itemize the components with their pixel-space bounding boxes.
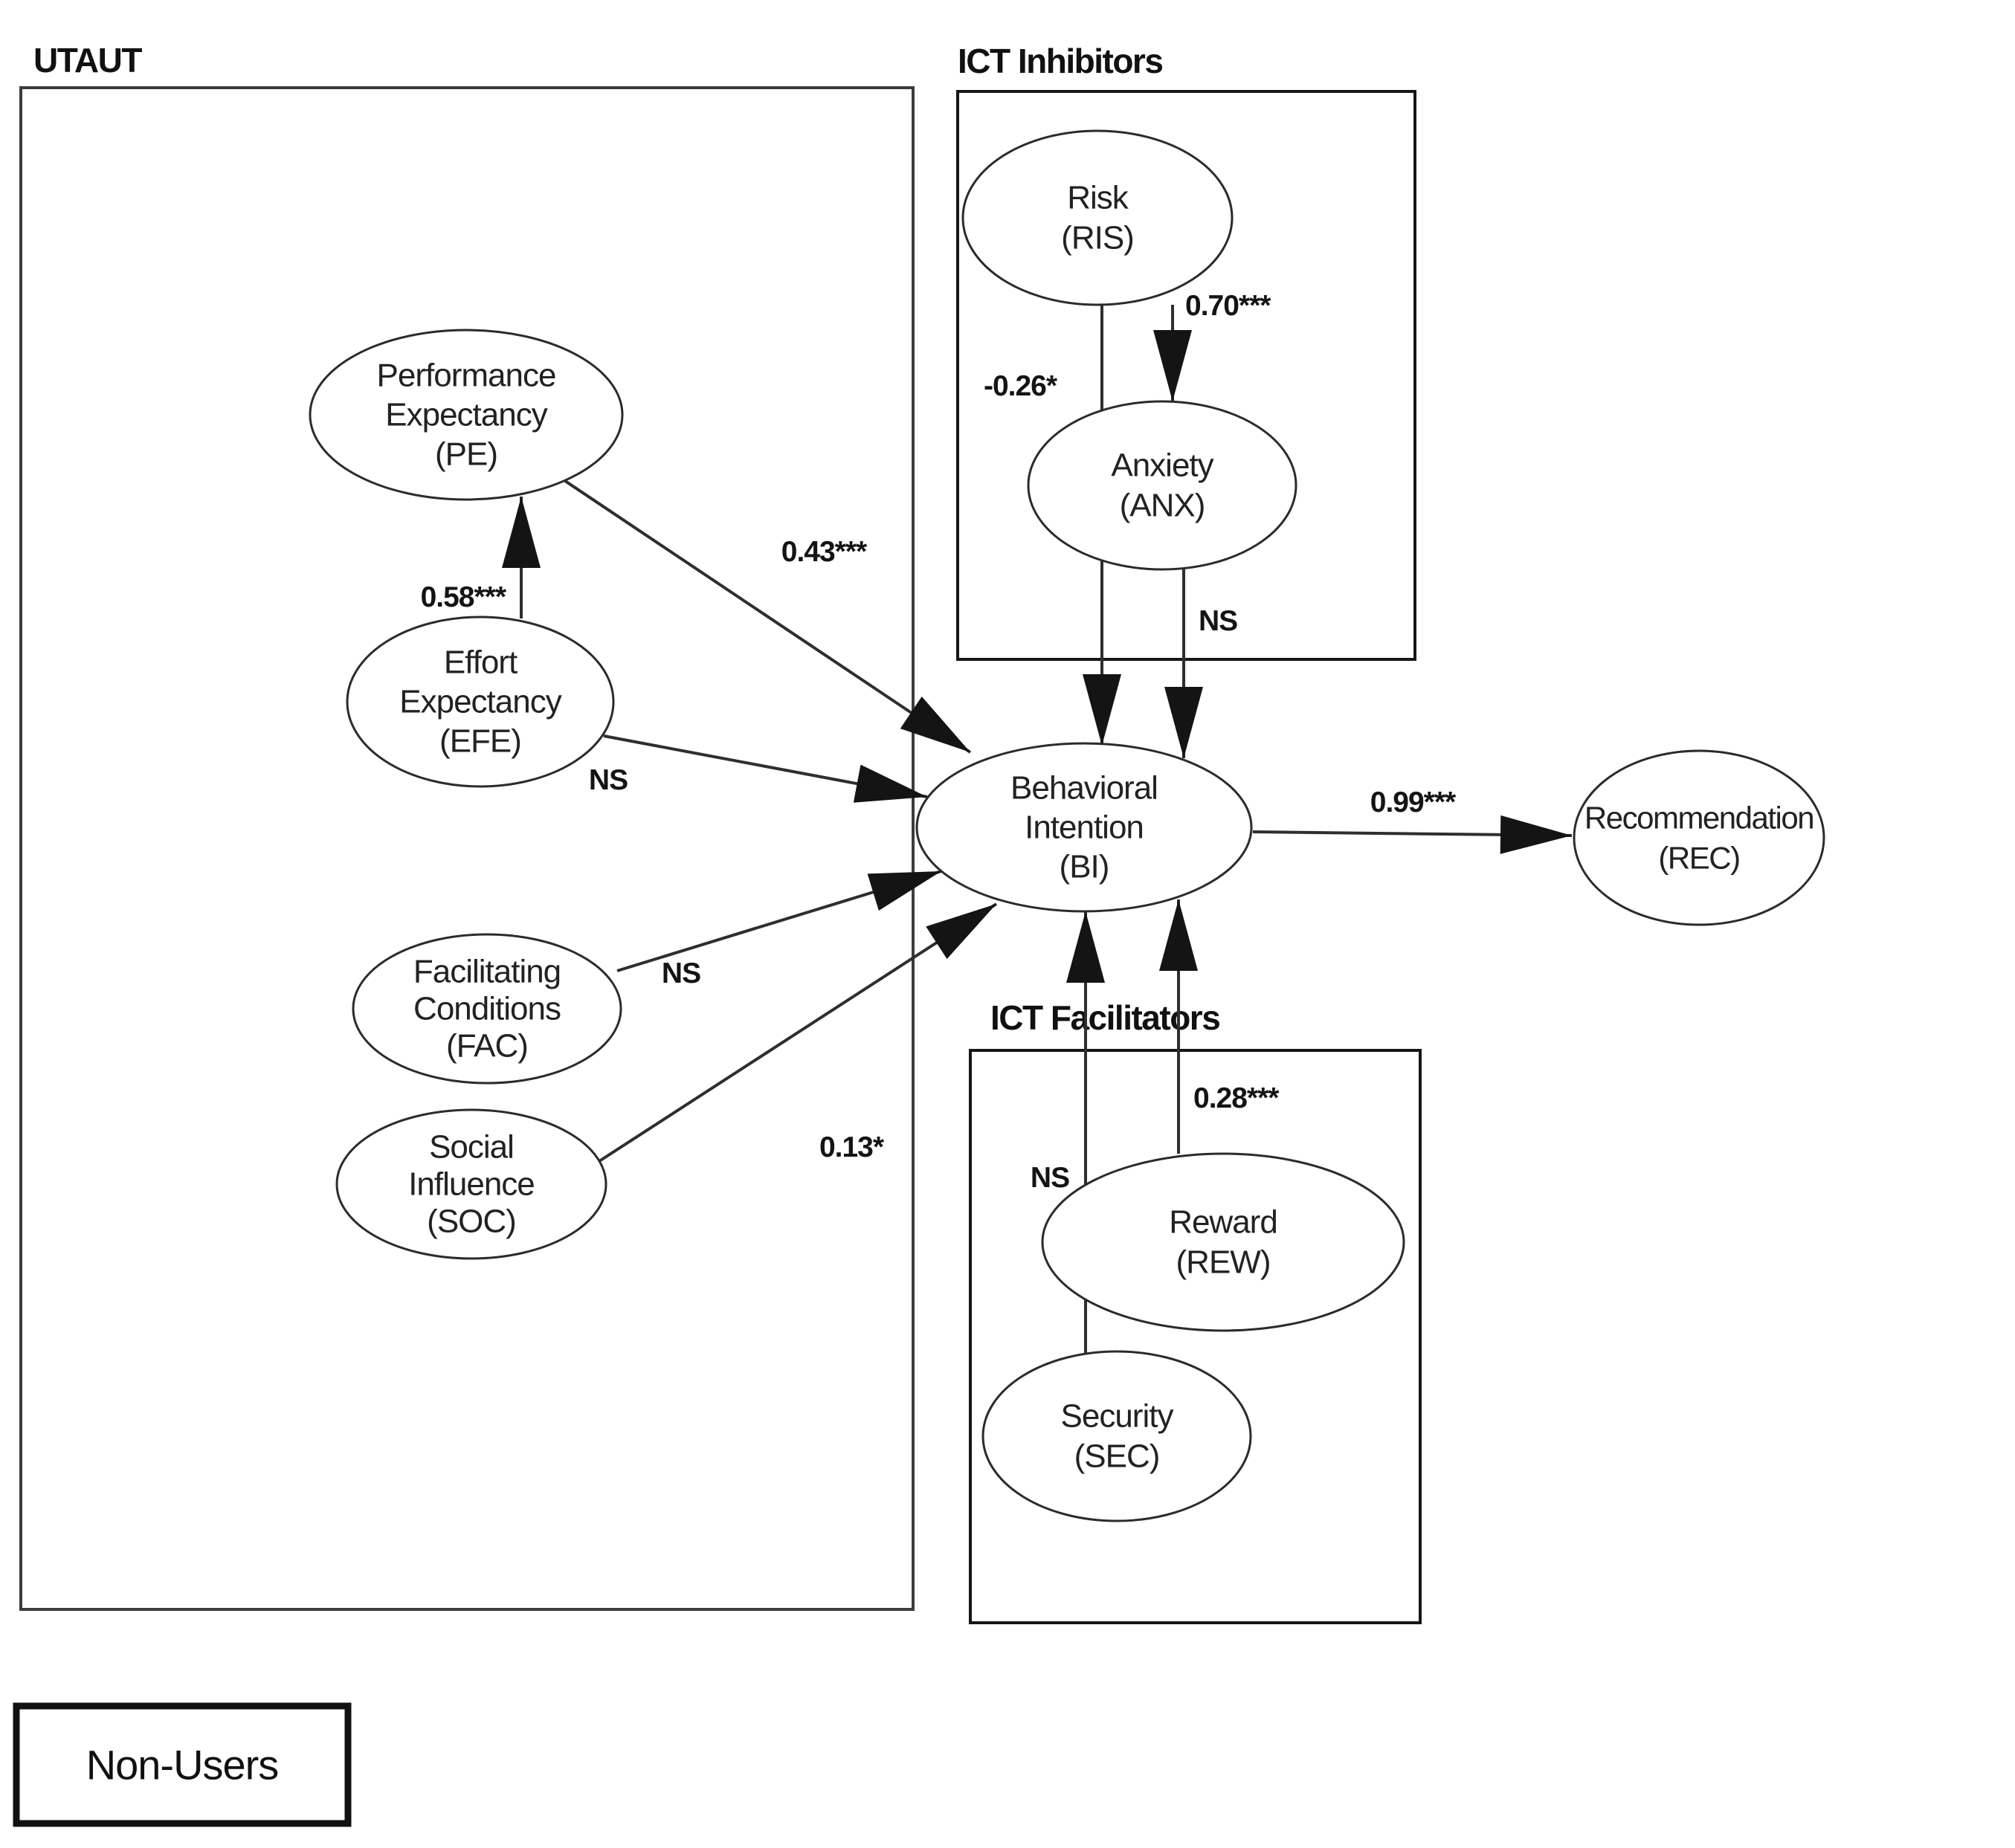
utaut-group: UTAUT	[19, 41, 915, 1611]
edge-rew-bi: 0.28***	[1159, 899, 1280, 1154]
bi-label-line3: (BI)	[1060, 849, 1109, 885]
efe-label-line2: Expectancy	[399, 684, 561, 720]
soc-label-line2: Influence	[408, 1166, 535, 1203]
edge-bi-rec-line	[1252, 815, 1573, 854]
edge-pe-bi-line	[564, 479, 972, 754]
sec-ellipse	[981, 1350, 1252, 1522]
pe-label-line2: Expectancy	[385, 397, 547, 433]
edge-efe-pe-label: 0.58***	[421, 581, 507, 613]
ict-inhibitors-group: ICT Inhibitors	[956, 42, 1416, 661]
edge-bi-rec-label: 0.99***	[1370, 786, 1457, 818]
edge-anx-bi-label: NS	[1199, 605, 1237, 637]
edge-efe-bi: NS	[589, 734, 928, 803]
edge-ris-anx-label: 0.70***	[1185, 290, 1271, 322]
edge-pe-bi: 0.43***	[564, 479, 972, 754]
edge-ris-bi-label: -0.26*	[984, 370, 1058, 402]
ris-ellipse	[961, 129, 1234, 306]
soc-label-line3: (SOC)	[427, 1204, 516, 1240]
non-users-label: Non-Users	[86, 1742, 279, 1789]
node-recommendation: Recommendation (REC)	[1573, 749, 1825, 926]
utaut-box	[19, 86, 915, 1611]
edges: 0.58*** 0.43*** NS NS 0.13* 0.70***	[421, 290, 1573, 1353]
node-risk: Risk (RIS)	[961, 129, 1234, 306]
edge-soc-bi-label: 0.13*	[819, 1131, 885, 1163]
sec-label-line1: Security	[1061, 1398, 1174, 1435]
ris-label-line2: (RIS)	[1061, 220, 1134, 256]
edge-efe-bi-line	[603, 734, 928, 803]
anx-ellipse	[1027, 400, 1297, 571]
node-reward: Reward (REW)	[1041, 1152, 1405, 1332]
edge-soc-bi-line	[598, 902, 998, 1163]
soc-ellipse	[335, 1108, 607, 1260]
ict-facilitators-box	[969, 1049, 1422, 1624]
bi-label-line2: Intention	[1025, 810, 1144, 846]
pe-ellipse	[309, 329, 624, 501]
rew-label-line2: (REW)	[1176, 1244, 1271, 1281]
non-users-box	[13, 1702, 352, 1827]
rec-label-line2: (REC)	[1658, 841, 1739, 876]
edge-ris-anx: 0.70***	[1153, 290, 1272, 401]
edge-efe-pe: 0.58***	[421, 497, 541, 618]
edge-bi-rec: 0.99***	[1252, 786, 1573, 854]
nodes: Performance Expectancy (PE) Effort Expec…	[309, 129, 1825, 1522]
edge-sec-bi-label: NS	[1031, 1162, 1069, 1194]
edge-fac-bi: NS	[616, 870, 942, 989]
non-users-group: Non-Users	[13, 1702, 352, 1827]
ict-facilitators-title: ICT Facilitators	[990, 998, 1219, 1037]
efe-label-line1: Effort	[444, 644, 518, 681]
edge-pe-bi-label: 0.43***	[781, 536, 868, 568]
ict-facilitators-group: ICT Facilitators	[969, 998, 1422, 1624]
bi-ellipse	[915, 742, 1253, 913]
fac-label-line2: Conditions	[413, 991, 561, 1027]
edge-efe-bi-label: NS	[589, 764, 628, 796]
ris-label-line1: Risk	[1067, 180, 1129, 216]
rec-ellipse	[1573, 749, 1825, 926]
rew-ellipse	[1041, 1152, 1405, 1332]
rew-label-line1: Reward	[1169, 1204, 1277, 1241]
pe-label-line1: Performance	[377, 358, 556, 394]
edge-soc-bi: 0.13*	[598, 902, 998, 1163]
edge-fac-bi-line	[616, 870, 942, 972]
fac-label-line1: Facilitating	[413, 954, 561, 990]
node-social-influence: Social Influence (SOC)	[335, 1108, 607, 1260]
edge-fac-bi-label: NS	[662, 957, 700, 989]
node-security: Security (SEC)	[981, 1350, 1252, 1522]
fac-ellipse	[352, 933, 622, 1085]
anx-label-line1: Anxiety	[1111, 448, 1213, 484]
node-performance-expectancy: Performance Expectancy (PE)	[309, 329, 624, 501]
pe-label-line3: (PE)	[435, 436, 497, 473]
edge-anx-bi: NS	[1164, 569, 1238, 758]
node-anxiety: Anxiety (ANX)	[1027, 400, 1297, 571]
node-facilitating-conditions: Facilitating Conditions (FAC)	[352, 933, 622, 1085]
utaut-title: UTAUT	[33, 41, 142, 80]
bi-label-line1: Behavioral	[1010, 770, 1158, 807]
ict-inhibitors-title: ICT Inhibitors	[958, 42, 1162, 80]
anx-label-line2: (ANX)	[1120, 488, 1205, 524]
ict-inhibitors-box	[956, 90, 1416, 661]
sec-label-line2: (SEC)	[1074, 1438, 1160, 1475]
efe-label-line3: (EFE)	[439, 723, 521, 760]
soc-label-line1: Social	[429, 1129, 514, 1166]
fac-label-line3: (FAC)	[446, 1028, 528, 1064]
node-effort-expectancy: Effort Expectancy (EFE)	[346, 616, 615, 788]
node-behavioral-intention: Behavioral Intention (BI)	[915, 742, 1253, 913]
rec-label-line1: Recommendation	[1584, 801, 1814, 836]
efe-ellipse	[346, 616, 615, 788]
edge-rew-bi-label: 0.28***	[1193, 1082, 1280, 1114]
